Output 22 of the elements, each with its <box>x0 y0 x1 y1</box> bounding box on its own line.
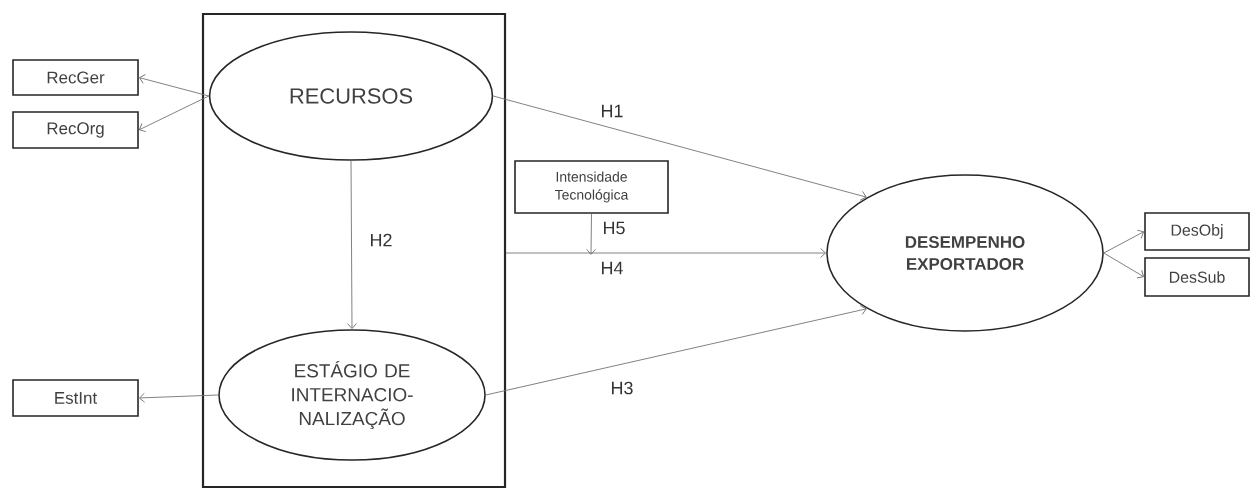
arrow <box>347 160 357 329</box>
frame-box <box>201 12 507 489</box>
arrow <box>139 392 219 403</box>
arrow <box>139 74 210 97</box>
indicator-box: RecGer <box>12 59 139 96</box>
edge-label: H3 <box>609 380 635 396</box>
arrow <box>1103 252 1145 279</box>
arrow <box>485 305 867 396</box>
arrow <box>492 95 867 201</box>
arrow <box>505 248 826 258</box>
edge-label: H4 <box>599 260 625 276</box>
edge-label: H1 <box>599 103 625 119</box>
indicator-box: DesObj <box>1144 212 1250 251</box>
edge-label: H2 <box>368 232 394 248</box>
indicator-box: RecOrg <box>12 111 139 149</box>
indicator-box: EstInt <box>12 379 139 417</box>
arrow <box>1103 229 1145 254</box>
moderator-box: Intensidade Tecnológica <box>514 160 669 214</box>
edge-label: H5 <box>601 220 627 236</box>
indicator-box: DesSub <box>1144 257 1250 297</box>
arrow <box>586 213 596 255</box>
arrow <box>138 95 210 132</box>
